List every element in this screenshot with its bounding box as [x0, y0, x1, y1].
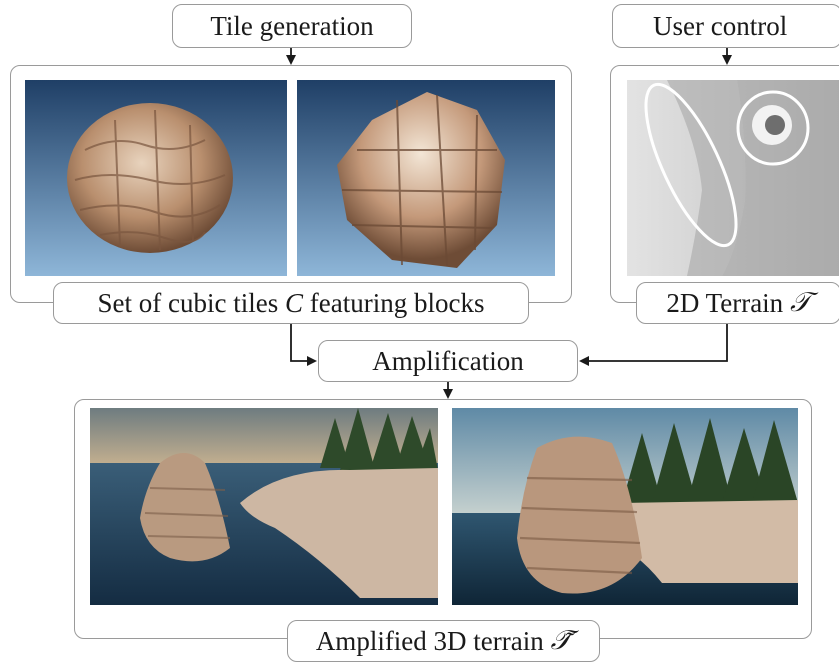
- arrow-tiles-to-amplification: [290, 324, 317, 366]
- heightmap-image: [627, 80, 839, 276]
- amplification-label: Amplification: [318, 340, 578, 382]
- cubic-tiles-label: Set of cubic tiles C featuring blocks: [53, 282, 529, 324]
- user-control-label: User control: [612, 4, 839, 48]
- amplified-scene-image-2: [452, 408, 798, 605]
- arrow-terrain-to-amplification: [579, 324, 728, 366]
- rock-tile-image-1: [25, 80, 287, 276]
- rock-tile-image-2: [297, 80, 555, 276]
- amplified-terrain-label: Amplified 3D terrain 𝒯̃: [287, 620, 600, 662]
- terrain-2d-label: 2D Terrain 𝒯: [636, 282, 839, 324]
- amplified-scene-image-1: [90, 408, 438, 605]
- tile-generation-label: Tile generation: [172, 4, 412, 48]
